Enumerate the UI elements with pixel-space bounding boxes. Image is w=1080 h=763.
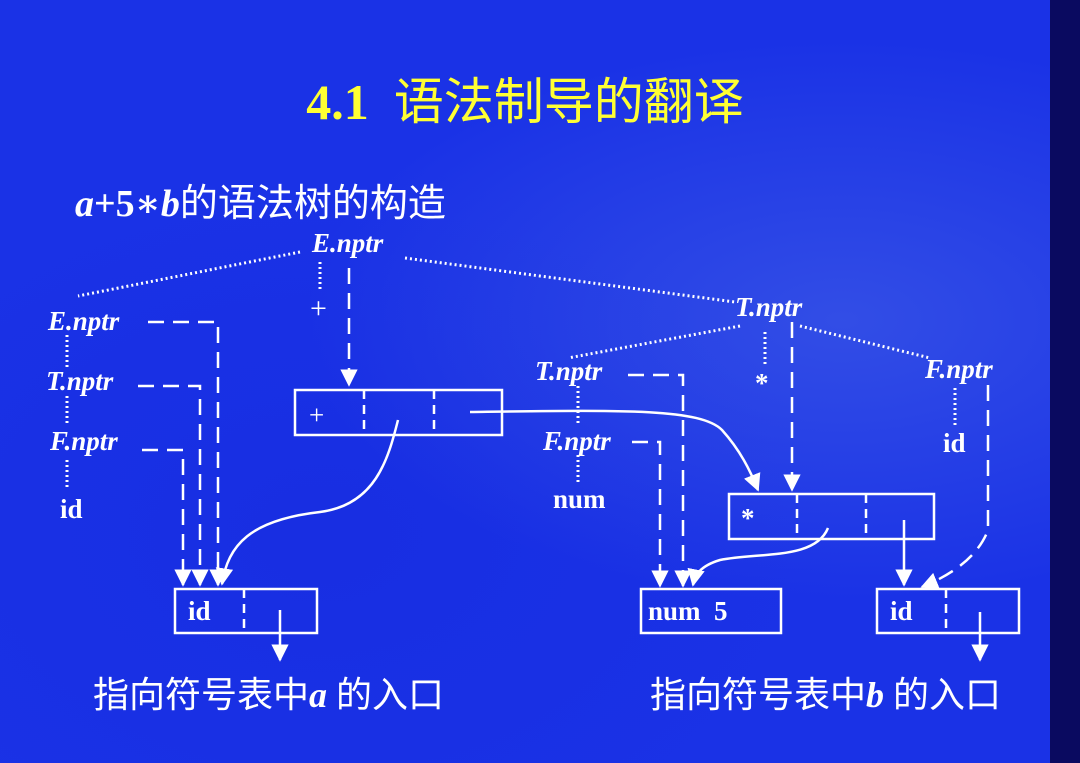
right-edge-band [1050,0,1080,763]
node-plus-op: + [310,292,327,325]
plus-box-label: + [309,400,324,430]
node-f-left: F.nptr [49,426,118,456]
slide-subtitle: a+5∗b的语法树的构造 [75,172,446,227]
node-num-leaf: num [553,484,606,514]
id-box-a-label: id [188,596,211,626]
pointer-f-mid [632,440,669,588]
node-f-right: F.nptr [924,354,993,384]
pointer-t-left [138,384,209,587]
caption-symtab-a: 指向符号表中a 的入口 [93,675,445,715]
edge-t-right-t-mid [567,324,741,360]
num-box [639,587,783,635]
pointer-t-mid [628,373,692,588]
child-links [215,409,989,662]
edge-e-root-e-left [77,250,301,298]
node-id-left: id [60,494,83,524]
node-t-mid: T.nptr [535,356,603,386]
link-plus-right [469,409,761,492]
node-boxes [173,388,1021,635]
slide-title: 4.1 语法制导的翻译 [0,62,1050,134]
star-box [727,492,936,541]
pointer-f-right [920,385,990,590]
node-e-root: E.nptr [311,228,384,258]
title-text: 语法制导的翻译 [393,74,744,130]
node-star-op: * [755,368,769,398]
id-box-b [875,587,1021,635]
title-number: 4.1 [306,74,369,130]
node-e-left: E.nptr [47,306,120,336]
node-t-left: T.nptr [46,366,114,396]
pointer-f-left [142,448,192,587]
parse-tree-edges [65,250,957,490]
id-box-a [173,587,319,635]
subtitle-operator: +5∗ [94,183,161,225]
node-id-right: id [943,428,966,458]
edge-e-root-t-right [404,256,736,304]
subtitle-text: 的语法树的构造 [179,183,446,225]
node-f-mid: F.nptr [542,426,611,456]
star-box-label: * [741,503,755,533]
link-plus-left [215,419,400,586]
subtitle-var-a: a [75,183,94,225]
num-box-label: num 5 [648,596,728,626]
node-t-right: T.nptr [735,292,803,322]
plus-box [293,388,504,437]
id-box-b-label: id [890,596,913,626]
subtitle-var-b: b [160,183,180,225]
edge-t-right-f-right [799,324,931,360]
caption-symtab-b: 指向符号表中b 的入口 [650,675,1002,715]
link-star-left [687,527,830,587]
pointer-links [138,268,990,590]
